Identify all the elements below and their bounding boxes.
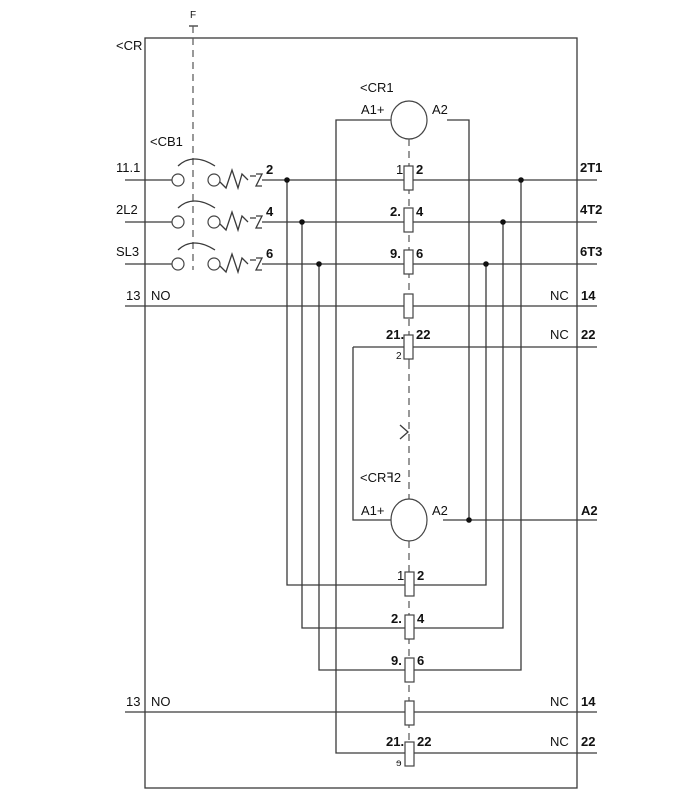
- thermal-trip-icon: [219, 251, 249, 275]
- breaker-contact-in: [171, 173, 185, 187]
- contact-5: [404, 741, 415, 767]
- aux-right-num: 14: [581, 694, 596, 709]
- contact-sub: 2: [396, 351, 402, 362]
- output-label-3: 6: [266, 246, 273, 261]
- frame-label: <CR: [116, 38, 142, 53]
- breaker-contact-out: [207, 173, 221, 187]
- coil1-a2-wire: [447, 119, 470, 520]
- contact-right: 6: [416, 246, 423, 261]
- contact-right: 22: [416, 327, 430, 342]
- contact-left: 2.: [391, 611, 402, 626]
- junction-dots: [284, 177, 524, 523]
- output-label-2: 4: [266, 204, 274, 219]
- junction-dot: [518, 177, 524, 183]
- contact-left: 9.: [391, 653, 402, 668]
- contact-left: 21.: [386, 734, 404, 749]
- cross-wiring: A2: [125, 119, 598, 754]
- junction-dot: [500, 219, 506, 225]
- contact-4: [403, 293, 414, 319]
- aux-left-type: NO: [151, 288, 171, 303]
- contact-right: 22: [417, 734, 431, 749]
- interlock-arrow-icon: [399, 424, 409, 440]
- aux-right-type: NC: [550, 694, 569, 709]
- magnetic-trip-icon: [250, 173, 264, 187]
- relay1-label: <CR1: [360, 80, 394, 95]
- contact-right: 2: [417, 568, 424, 583]
- aux-right-type: NC: [550, 288, 569, 303]
- aux-left-type: NO: [151, 694, 171, 709]
- relay1-coil: [390, 100, 428, 140]
- contact-1: [403, 165, 414, 191]
- contact-right: 2: [416, 162, 423, 177]
- contact-left: 9.: [390, 246, 401, 261]
- terminal-A2: A2: [581, 503, 598, 518]
- input-label-3: SL3: [116, 244, 139, 259]
- contact-left: 1: [396, 162, 403, 177]
- aux-right-type: NC: [550, 327, 569, 342]
- enclosure-frame: [144, 37, 578, 789]
- junction-dot: [284, 177, 290, 183]
- relay-cr1: <CR1 A1+ A2: [360, 80, 448, 362]
- breaker-arc: [177, 158, 216, 167]
- thermal-trip-icon: [219, 209, 249, 233]
- input-label-1: 11.1: [116, 160, 140, 175]
- contact-right: 4: [416, 204, 424, 219]
- terminal-2T1: 2T1: [580, 160, 602, 175]
- power-row-1: 11.1 2 2T1: [116, 158, 602, 191]
- terminal-6T3: 6T3: [580, 244, 602, 259]
- contact-left: 1: [397, 568, 404, 583]
- contact-left: 2.: [390, 204, 401, 219]
- magnetic-trip-icon: [250, 215, 264, 229]
- aux-row-2: NC 22: [353, 327, 597, 348]
- aux-right-num: 22: [581, 327, 595, 342]
- interlock-wire-1: [286, 180, 487, 586]
- interlock-wire-2: [301, 222, 504, 629]
- contact-4: [404, 700, 415, 726]
- power-row-2: 2L2 4 4T2: [116, 200, 602, 233]
- aux-right-num: 14: [581, 288, 596, 303]
- magnetic-trip-icon: [250, 257, 264, 271]
- relay1-contacts: 1 2 2. 4 9. 6 21. 22 2: [386, 162, 430, 362]
- relay1-a1-label: A1+: [361, 102, 385, 117]
- contact-5: [403, 334, 414, 360]
- relay-cr2: <CRꟻ2 A1+ A2: [360, 470, 448, 765]
- contact-right: 4: [417, 611, 425, 626]
- relay2-label: <CRꟻ2: [360, 470, 401, 485]
- power-row-3: SL3 6 6T3: [116, 242, 602, 275]
- coil1-a1-wire: [335, 119, 408, 754]
- contact-2: [404, 614, 415, 640]
- aux-left-num: 13: [126, 694, 140, 709]
- top-marker: F: [190, 10, 196, 21]
- output-label-1: 2: [266, 162, 273, 177]
- aux-row-4: NC 22: [550, 734, 595, 749]
- contact-1: [404, 571, 415, 597]
- relay2-contacts: 1 2 2. 4 9. 6 21. 22 ɘ: [386, 568, 431, 769]
- contact-sub: ɘ: [396, 758, 402, 769]
- junction-dot: [299, 219, 305, 225]
- aux-left-num: 13: [126, 288, 140, 303]
- aux-right-type: NC: [550, 734, 569, 749]
- relay1-a2-label: A2: [432, 102, 448, 117]
- breaker-label: <CB1: [150, 134, 183, 149]
- relay2-coil: [390, 498, 428, 542]
- contact-3: [403, 249, 414, 275]
- aux-right-num: 22: [581, 734, 595, 749]
- thermal-trip-icon: [219, 167, 249, 191]
- junction-dot: [316, 261, 322, 267]
- contact-2: [403, 207, 414, 233]
- junction-dot: [466, 517, 472, 523]
- aux-row-1: 13 NO NC 14: [125, 288, 597, 307]
- contact-left: 21.: [386, 327, 404, 342]
- input-label-2: 2L2: [116, 202, 138, 217]
- relay2-a2-label: A2: [432, 503, 448, 518]
- contact-3: [404, 657, 415, 683]
- coil2-a1-wire: [352, 347, 391, 521]
- junction-dot: [483, 261, 489, 267]
- aux-row-3: 13 NO NC 14: [126, 694, 596, 709]
- contact-right: 6: [417, 653, 424, 668]
- relay2-a1-label: A1+: [361, 503, 385, 518]
- interlock-wire-3: [318, 180, 522, 671]
- terminal-4T2: 4T2: [580, 202, 602, 217]
